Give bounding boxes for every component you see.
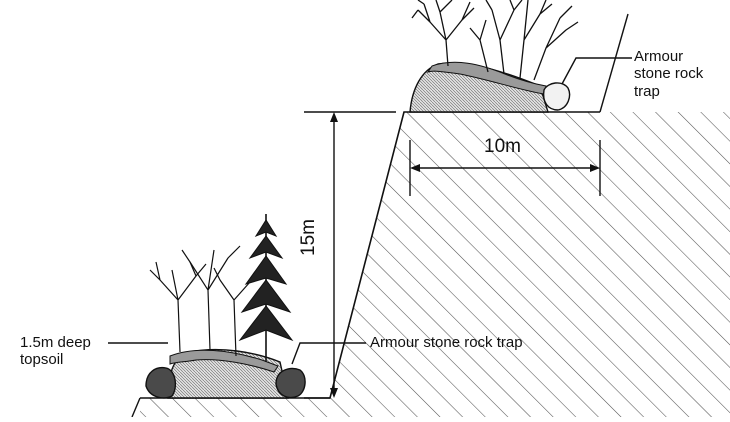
topsoil-label: 1.5m deep topsoil xyxy=(20,334,91,369)
lower-armour-stone-left xyxy=(145,366,177,399)
bench-width-label: 10m xyxy=(484,136,521,157)
lower-armour-stone-right xyxy=(275,367,306,399)
lower-rock-trap-leader xyxy=(291,342,366,365)
lower-rock-trap-label: Armour stone rock trap xyxy=(370,334,523,351)
upper-rock-trap-label: Armour stone rock trap xyxy=(634,48,704,100)
slope-height-label: 15m xyxy=(298,219,319,256)
slope-height-dimension xyxy=(304,111,396,399)
upper-topsoil-mound xyxy=(409,61,549,113)
lower-deciduous-trees xyxy=(149,245,259,357)
upper-trees xyxy=(411,0,579,81)
lower-topsoil-mound xyxy=(167,348,289,399)
bench-width-dimension xyxy=(409,140,601,196)
upper-armour-stone xyxy=(542,82,571,111)
conifer-tree xyxy=(238,214,294,362)
upper-rock-trap-leader xyxy=(561,57,632,85)
